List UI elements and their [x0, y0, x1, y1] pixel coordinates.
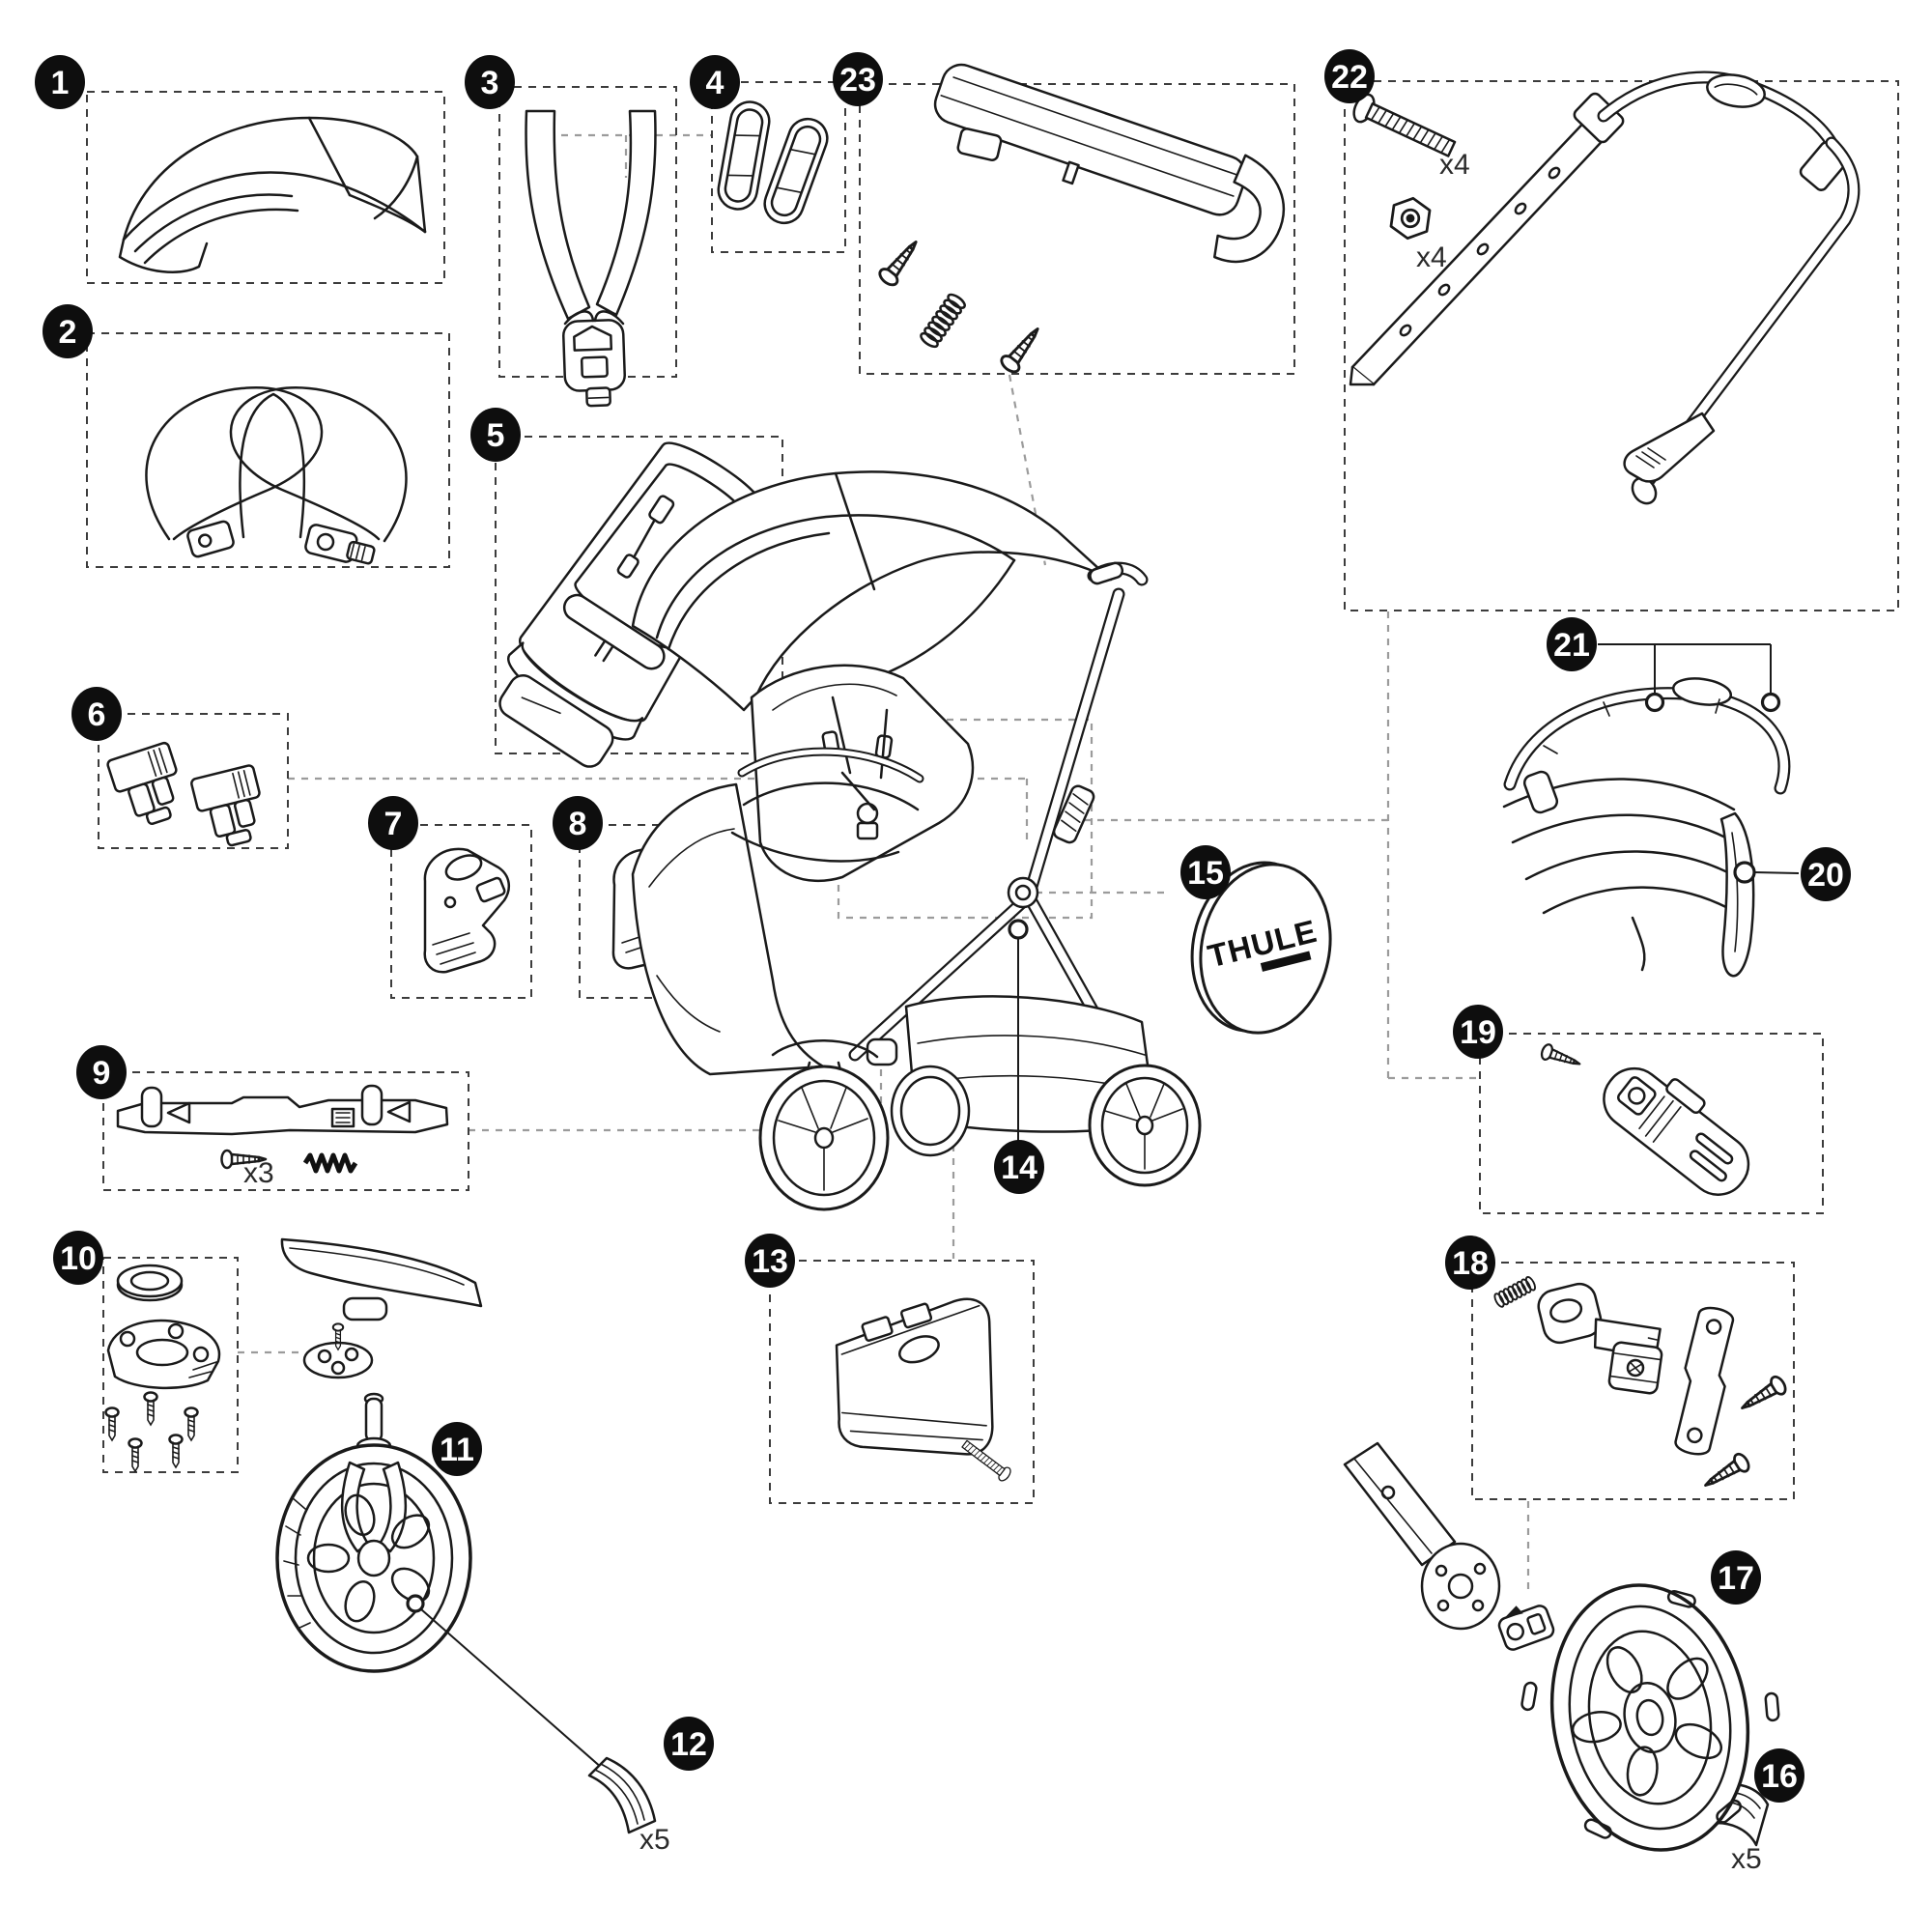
part-20-badge — [1801, 847, 1851, 901]
part-22-frame-kit: x4 x4 22 — [1324, 49, 1899, 611]
part-5-seat: 5 — [470, 408, 783, 768]
part-13-badge — [745, 1234, 795, 1288]
part-2-box — [86, 332, 450, 568]
part-9-screw-qty: x3 — [243, 1157, 274, 1189]
part-22-nut-qty: x4 — [1416, 242, 1447, 273]
part-16-qty: x5 — [1731, 1843, 1762, 1875]
part-12-location-marker — [406, 1594, 425, 1613]
part-22-bolt-qty: x4 — [1439, 149, 1470, 181]
part-4-shoulder-pads: 4 — [690, 55, 846, 253]
part-23-latch-kit: 23 — [833, 52, 1295, 377]
part-18-box — [1471, 1262, 1795, 1500]
part-8-badge — [553, 796, 603, 850]
part-6-number: 6 — [88, 696, 106, 733]
part-23-number: 23 — [839, 62, 876, 99]
part-1-badge — [35, 55, 85, 109]
part-10-caster-mount: 10 — [53, 1231, 239, 1473]
part-5-number: 5 — [487, 417, 505, 454]
part-7-badge — [368, 796, 418, 850]
part-1-number: 1 — [51, 65, 70, 101]
part-7-adapter: 7 — [368, 796, 532, 999]
part-23-box — [859, 83, 1295, 375]
part-9-number: 9 — [93, 1055, 111, 1092]
part-2-number: 2 — [59, 314, 77, 351]
part-12-badge — [664, 1717, 714, 1771]
part-10-badge — [53, 1231, 103, 1285]
part-15-badge — [1180, 845, 1231, 899]
part-10-number: 10 — [60, 1240, 97, 1277]
part-21-handlebar: 21 20 — [1502, 617, 1851, 978]
part-21-badge — [1547, 617, 1597, 671]
part-13-wedge: 13 — [745, 1234, 1035, 1504]
part-16-number: 16 — [1761, 1758, 1798, 1795]
thule-logo-underline — [1260, 951, 1312, 972]
part-11-number: 11 — [440, 1432, 474, 1468]
part-15-number: 15 — [1187, 855, 1224, 892]
stroller-illustration — [631, 470, 1202, 1211]
part-9-box — [102, 1071, 469, 1191]
part-3-harness: 3 — [465, 55, 677, 408]
part-14-number: 14 — [1001, 1150, 1037, 1186]
part-12-reflector: x5 12 — [587, 1717, 714, 1856]
part-14-location-marker — [1008, 919, 1029, 940]
part-1-box — [86, 91, 445, 284]
part-5-box — [495, 436, 783, 754]
part-4-box — [711, 81, 846, 253]
part-22-number: 22 — [1331, 59, 1368, 96]
part-16-badge — [1754, 1748, 1804, 1803]
part-19-badge — [1453, 1005, 1503, 1059]
part-22-badge — [1324, 49, 1375, 103]
part-15-hubcap: THULE 15 — [1180, 845, 1332, 1035]
part-17-number: 17 — [1718, 1560, 1754, 1597]
part-12-qty: x5 — [639, 1824, 670, 1856]
frame-nose-context — [280, 1237, 483, 1379]
part-21-number: 21 — [1553, 627, 1590, 664]
part-22-box — [1344, 80, 1899, 611]
part-19-recline-handle: 19 — [1453, 1005, 1824, 1214]
part-11-front-wheel: 11 — [275, 1392, 619, 1783]
part-18-badge — [1445, 1236, 1495, 1290]
part-19-number: 19 — [1460, 1014, 1496, 1051]
part-4-badge — [690, 55, 740, 109]
part-23-badge — [833, 52, 883, 106]
part-6-badge — [71, 687, 122, 741]
part-11-badge — [432, 1422, 482, 1476]
part-5-badge — [470, 408, 521, 462]
part-13-box — [769, 1260, 1035, 1504]
part-21-location-marker-right — [1760, 692, 1781, 713]
part-12-number: 12 — [670, 1726, 707, 1763]
part-18-lock-kit: 18 — [1445, 1236, 1795, 1500]
part-1-canopy: 1 — [35, 55, 445, 284]
part-21-location-marker-left — [1644, 692, 1665, 713]
part-2-canopy-frame: 2 — [43, 304, 450, 568]
part-2-badge — [43, 304, 93, 358]
part-7-box — [390, 824, 532, 999]
part-14-badge — [994, 1140, 1044, 1194]
part-20-number: 20 — [1807, 857, 1844, 894]
part-13-number: 13 — [752, 1243, 788, 1280]
part-8-number: 8 — [569, 806, 587, 842]
part-9-badge — [76, 1045, 127, 1099]
part-18-number: 18 — [1452, 1245, 1489, 1282]
part-14-callout: 14 — [994, 919, 1044, 1194]
part-3-badge — [465, 55, 515, 109]
part-20-location-marker — [1733, 861, 1756, 884]
part-7-number: 7 — [384, 806, 403, 842]
part-3-number: 3 — [481, 65, 499, 101]
part-6-clips: 6 — [71, 687, 289, 849]
part-17-badge — [1711, 1550, 1761, 1605]
part-6-box — [98, 713, 289, 849]
part-17-rear-wheel: 17 — [1343, 1441, 1780, 1852]
part-4-number: 4 — [706, 65, 724, 101]
part-9-rail-kit: x3 9 — [76, 1045, 469, 1191]
